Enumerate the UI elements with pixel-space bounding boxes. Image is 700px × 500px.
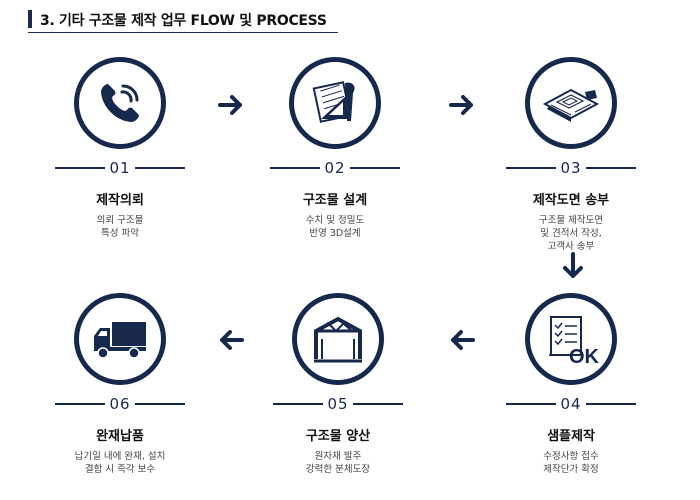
ok-badge: OK <box>569 346 600 367</box>
divider-line <box>55 167 105 169</box>
step-description: 구조물 제작도면 및 견적서 작성, 고객사 송부 <box>538 215 604 252</box>
divider-line <box>586 167 636 169</box>
step-number: 02 <box>324 159 346 177</box>
step-number: 06 <box>109 395 131 413</box>
phone-icon <box>101 84 139 122</box>
arrow-right-icon <box>218 95 242 115</box>
step-description: 원자재 발주 강력한 분체도장 <box>305 451 371 475</box>
divider-line <box>350 167 400 169</box>
divider-line <box>135 403 185 405</box>
step-description: 수치 및 정밀도 반영 3D설계 <box>305 215 365 239</box>
factory-frame-icon <box>314 316 362 363</box>
step-number: 03 <box>560 159 582 177</box>
divider-line <box>135 167 185 169</box>
step-title: 제작의뢰 <box>96 193 144 208</box>
step-title: 구조물 설계 <box>302 193 368 208</box>
checklist-ok-icon: OK <box>549 316 600 367</box>
divider-line <box>55 403 105 405</box>
divider-line <box>506 403 556 405</box>
header-accent-bar <box>28 10 32 28</box>
divider-line <box>506 167 556 169</box>
arrow-left-icon <box>220 330 244 350</box>
arrow-left-icon <box>451 330 475 350</box>
step-title: 구조물 양산 <box>305 429 371 444</box>
divider-line <box>586 403 636 405</box>
step-description: 수정사항 접수 제작단가 확정 <box>543 451 599 475</box>
divider-line <box>270 167 320 169</box>
step-number: 04 <box>560 395 582 413</box>
truck-icon <box>94 322 146 359</box>
section-header: 3. 기타 구조물 제작 업무 FLOW 및 PROCESS <box>28 8 338 33</box>
step-circle <box>74 57 166 149</box>
step-title: 완재납품 <box>96 429 144 444</box>
step-circle <box>289 57 381 149</box>
step-circle <box>74 293 166 385</box>
drafting-tools-icon <box>312 81 355 123</box>
divider-line <box>273 403 323 405</box>
arrow-right-icon <box>449 95 473 115</box>
step-circle <box>292 293 384 385</box>
page-title: 3. 기타 구조물 제작 업무 FLOW 및 PROCESS <box>40 13 327 29</box>
step-description: 납기일 내에 완재, 설치 결함 시 즉각 보수 <box>74 451 166 475</box>
step-title: 샘플제작 <box>547 429 595 444</box>
step-circle: OK <box>525 293 617 385</box>
step-circle <box>525 57 617 149</box>
blueprint-icon <box>542 88 600 122</box>
arrow-down-icon <box>563 252 583 278</box>
step-title: 제작도면 송부 <box>532 193 610 208</box>
step-number: 01 <box>109 159 131 177</box>
step-number: 05 <box>327 395 349 413</box>
step-description: 의뢰 구조물 특성 파악 <box>96 215 144 239</box>
divider-line <box>353 403 403 405</box>
